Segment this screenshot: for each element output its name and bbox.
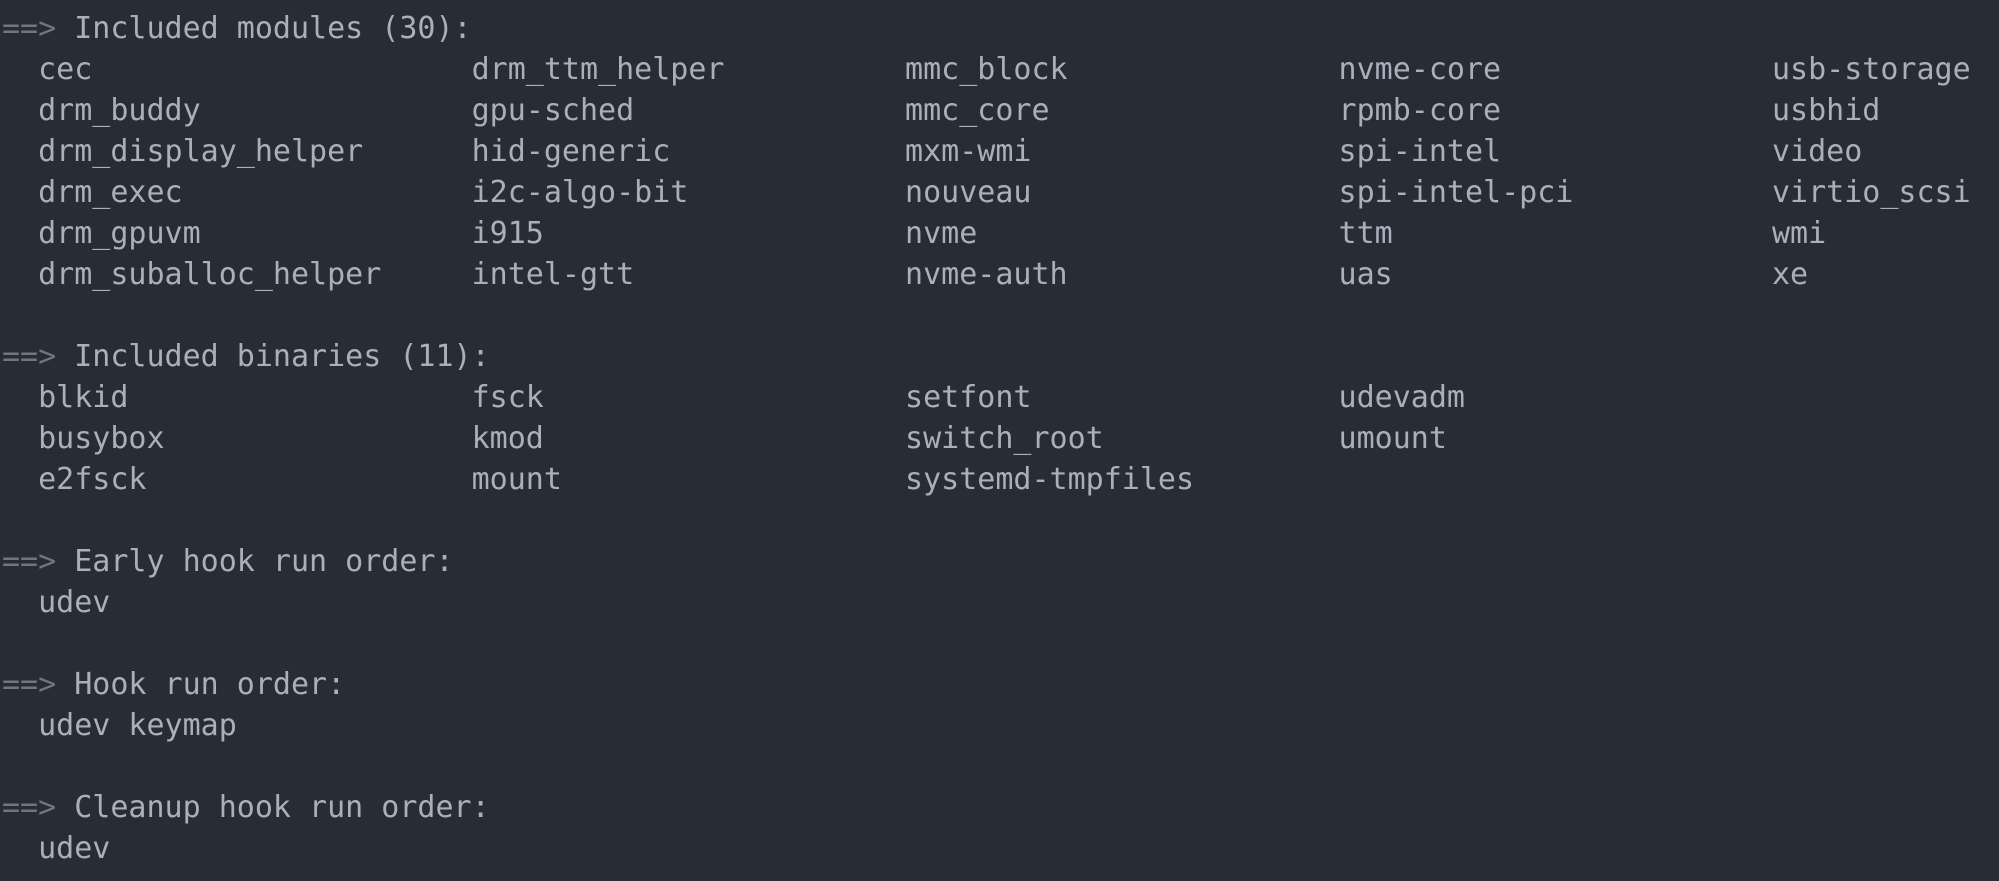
arrow-prefix: ==> (2, 790, 57, 825)
binaries-row: e2fsck mount systemd-tmpfiles (2, 459, 1999, 500)
modules-row: drm_exec i2c-algo-bit nouveau spi-intel-pci… (2, 172, 1999, 213)
binary-name: switch_root (905, 421, 1104, 456)
module-name: mxm-wmi (905, 134, 1032, 169)
module-name: nvme-auth (905, 257, 1068, 292)
arrow-prefix: ==> (2, 11, 57, 46)
binary-name: mount (471, 462, 562, 497)
module-name: nvme-core (1338, 52, 1502, 87)
arrow-prefix: ==> (2, 667, 57, 702)
blank-line (2, 746, 1999, 787)
module-name: spi-intel (1338, 134, 1502, 169)
module-name: virtio_scsi (1771, 175, 1971, 210)
hooks-section-title: Hook run order: (74, 667, 346, 702)
modules-row: drm_display_helper hid-generic mxm-wmi spi-… (2, 131, 1999, 172)
module-name: nouveau (905, 175, 1032, 210)
cleanup-hooks-section-header: ==> Cleanup hook run order: (2, 787, 1999, 828)
binary-name: kmod (471, 421, 544, 456)
module-name: drm_gpuvm (38, 216, 201, 251)
blank-line (2, 295, 1999, 336)
module-name: cec (38, 52, 93, 87)
arrow-prefix: ==> (2, 339, 57, 374)
module-name: spi-intel-pci (1338, 175, 1574, 210)
binary-name: systemd-tmpfiles (905, 462, 1195, 497)
module-name: drm_buddy (38, 93, 201, 128)
module-name: i915 (471, 216, 544, 251)
modules-row: cec drm_ttm_helper mmc_block nvme-core usb-s… (2, 49, 1999, 90)
blank-line (2, 500, 1999, 541)
cleanup-hooks-list: udev (38, 831, 111, 866)
module-name: nvme (905, 216, 978, 251)
binary-name: e2fsck (38, 462, 147, 497)
binary-name: umount (1338, 421, 1447, 456)
module-name: mmc_block (905, 52, 1068, 87)
module-name: video (1771, 134, 1863, 169)
module-name: gpu-sched (471, 93, 635, 128)
binaries-section-title: Included binaries (11): (74, 339, 490, 374)
module-name: drm_suballoc_helper (38, 257, 382, 292)
module-name: rpmb-core (1338, 93, 1502, 128)
cleanup-hooks-section-title: Cleanup hook run order: (74, 790, 490, 825)
module-name: usb-storage (1771, 52, 1971, 87)
binary-name: blkid (38, 380, 129, 415)
binary-name: udevadm (1338, 380, 1465, 415)
modules-section-header: ==> Included modules (30): (2, 8, 1999, 49)
modules-row: drm_gpuvm i915 nvme ttm wmi (2, 213, 1999, 254)
module-name: drm_ttm_helper (471, 52, 725, 87)
module-name: intel-gtt (471, 257, 635, 292)
module-name: ttm (1338, 216, 1393, 251)
modules-row: drm_suballoc_helper intel-gtt nvme-auth uas… (2, 254, 1999, 295)
module-name: mmc_core (905, 93, 1050, 128)
blank-line (2, 623, 1999, 664)
module-name: drm_exec (38, 175, 183, 210)
modules-section-title: Included modules (30): (74, 11, 472, 46)
module-name: wmi (1771, 216, 1827, 251)
arrow-prefix: ==> (2, 544, 57, 579)
binary-name: setfont (905, 380, 1032, 415)
module-name: xe (1771, 257, 1809, 292)
hooks-list: udev keymap (38, 708, 237, 743)
module-name: uas (1338, 257, 1393, 292)
binaries-row: blkid fsck setfont udevadm (2, 377, 1999, 418)
early-hooks-section-title: Early hook run order: (74, 544, 454, 579)
module-name: hid-generic (471, 134, 671, 169)
modules-row: drm_buddy gpu-sched mmc_core rpmb-core usbhi… (2, 90, 1999, 131)
binaries-section-header: ==> Included binaries (11): (2, 336, 1999, 377)
early-hooks-section-header: ==> Early hook run order: (2, 541, 1999, 582)
module-name: i2c-algo-bit (471, 175, 689, 210)
module-name: drm_display_helper (38, 134, 364, 169)
module-name: usbhid (1771, 93, 1881, 128)
binaries-row: busybox kmod switch_root umount (2, 418, 1999, 459)
hooks-section-header: ==> Hook run order: (2, 664, 1999, 705)
binary-name: busybox (38, 421, 165, 456)
binary-name: fsck (471, 380, 544, 415)
early-hooks-list: udev (38, 585, 111, 620)
